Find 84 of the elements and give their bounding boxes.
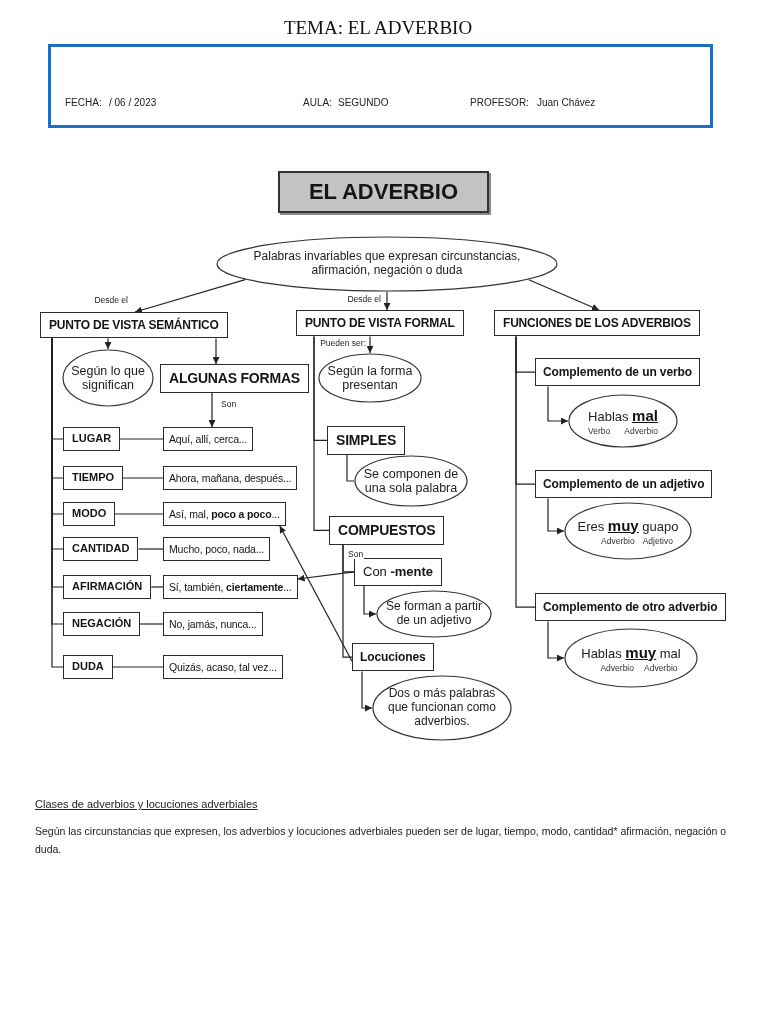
examples-box: Así, mal, poco a poco... — [163, 502, 286, 526]
word-class-label: Adverbio — [624, 425, 658, 436]
concept-box: Con -mente — [354, 558, 443, 586]
connector-line — [342, 544, 353, 658]
field-value: Juan Chávez — [537, 97, 596, 109]
arrow — [134, 279, 246, 314]
arrow — [547, 385, 569, 425]
word-class-label: Adverbio — [600, 662, 634, 673]
heading-box: PUNTO DE VISTA FORMAL — [296, 310, 464, 337]
arrow — [104, 337, 112, 350]
arrow — [208, 392, 216, 428]
arrow — [361, 670, 373, 712]
field-label: PROFESOR: — [470, 97, 529, 109]
concept-ellipse: Según la forma presentan — [318, 353, 422, 403]
heading-box: PUNTO DE VISTA SEMÁNTICO — [40, 312, 228, 339]
concept-box: Complemento de otro adverbio — [535, 593, 726, 622]
connector-line — [112, 666, 164, 668]
heading-box: FUNCIONES DE LOS ADVERBIOS — [494, 310, 700, 337]
arrow — [279, 525, 353, 662]
edge-label: Desde el — [93, 295, 129, 305]
word-class-label: Adverbio — [644, 662, 678, 673]
main-topic-box: EL ADVERBIO — [278, 171, 489, 213]
connector-line — [122, 477, 164, 479]
body-paragraph: Según las circunstancias que expresen, los adverbios y locuciones adverbiales pueden ser de lugar, tiempo, modo, cantidad* afirmación, negación o duda. — [35, 824, 728, 857]
examples-box: Ahora, mañana, después... — [163, 466, 298, 490]
concept-ellipse: Se forman a partir de un adjetivo — [376, 590, 492, 638]
arrow — [528, 279, 600, 311]
header-panel — [48, 44, 713, 128]
field-value: / 06 / 2023 — [109, 97, 157, 109]
category-box: CANTIDAD — [63, 537, 139, 561]
type-box: COMPUESTOS — [329, 516, 445, 545]
field-label: AULA: — [303, 97, 332, 109]
example-sentence: Hablas mal — [588, 406, 658, 425]
arrow — [383, 291, 391, 311]
connector-line — [139, 623, 164, 625]
category-box: LUGAR — [63, 427, 121, 451]
edge-label: Desde el — [346, 294, 382, 304]
arrow — [297, 571, 355, 582]
example-ellipse — [564, 502, 692, 560]
concept-ellipse: Se componen de una sola palabra — [354, 455, 468, 507]
edge-label: Son — [220, 398, 238, 409]
section-heading: Clases de adverbios y locuciones adverbiales — [35, 797, 258, 811]
examples-box: Mucho, poco, nada... — [163, 537, 271, 561]
type-box: ALGUNAS FORMAS — [160, 364, 309, 393]
example-ellipse — [564, 628, 698, 688]
arrow — [547, 620, 565, 662]
example-sentence: Hablas muy mal — [581, 643, 681, 662]
connector-line — [150, 586, 164, 588]
concept-box: Complemento de un adjetivo — [535, 470, 713, 499]
concept-box: Complemento de un verbo — [535, 358, 701, 387]
arrow — [363, 585, 377, 618]
concept-ellipse: Según lo que significan — [62, 349, 154, 407]
page-title: TEMA: EL ADVERBIO — [283, 17, 473, 39]
category-box: MODO — [63, 502, 116, 526]
type-box: SIMPLES — [327, 426, 406, 455]
examples-box: Aquí, allí, cerca... — [163, 427, 254, 451]
examples-box: No, jamás, nunca... — [163, 612, 263, 636]
arrow — [366, 335, 374, 354]
connector-line — [346, 454, 355, 482]
connector-line — [137, 548, 164, 550]
arrow — [547, 497, 565, 535]
edge-label: Pueden ser: — [319, 338, 367, 349]
connector-line — [313, 335, 330, 531]
category-box: AFIRMACIÓN — [63, 575, 152, 599]
word-class-label: Verbo — [588, 425, 611, 436]
connector-line — [515, 335, 536, 608]
word-class-label: Adjetivo — [642, 535, 673, 546]
edge-label: Son — [347, 548, 365, 559]
concept-ellipse: Dos o más palabras que funcionan como adverbios. — [372, 675, 512, 741]
connector-line — [119, 438, 164, 440]
field-value: SEGUNDO — [338, 97, 389, 109]
field-label: FECHA: — [65, 97, 102, 109]
word-class-label: Adverbio — [601, 535, 635, 546]
category-box: NEGACIÓN — [63, 612, 141, 636]
category-box: DUDA — [63, 655, 113, 679]
concept-ellipse: Palabras invariables que expresan circunstancias, afirmación, negación o duda — [216, 236, 558, 292]
examples-box: Sí, también, ciertamente... — [163, 575, 298, 599]
arrow — [212, 337, 220, 365]
example-ellipse — [568, 394, 678, 448]
example-sentence: Eres muy guapo — [577, 516, 679, 535]
concept-box: Locuciones — [352, 643, 434, 672]
examples-box: Quizás, acaso, tal vez... — [163, 655, 283, 679]
connector-line — [114, 513, 164, 515]
category-box: TIEMPO — [63, 466, 124, 490]
